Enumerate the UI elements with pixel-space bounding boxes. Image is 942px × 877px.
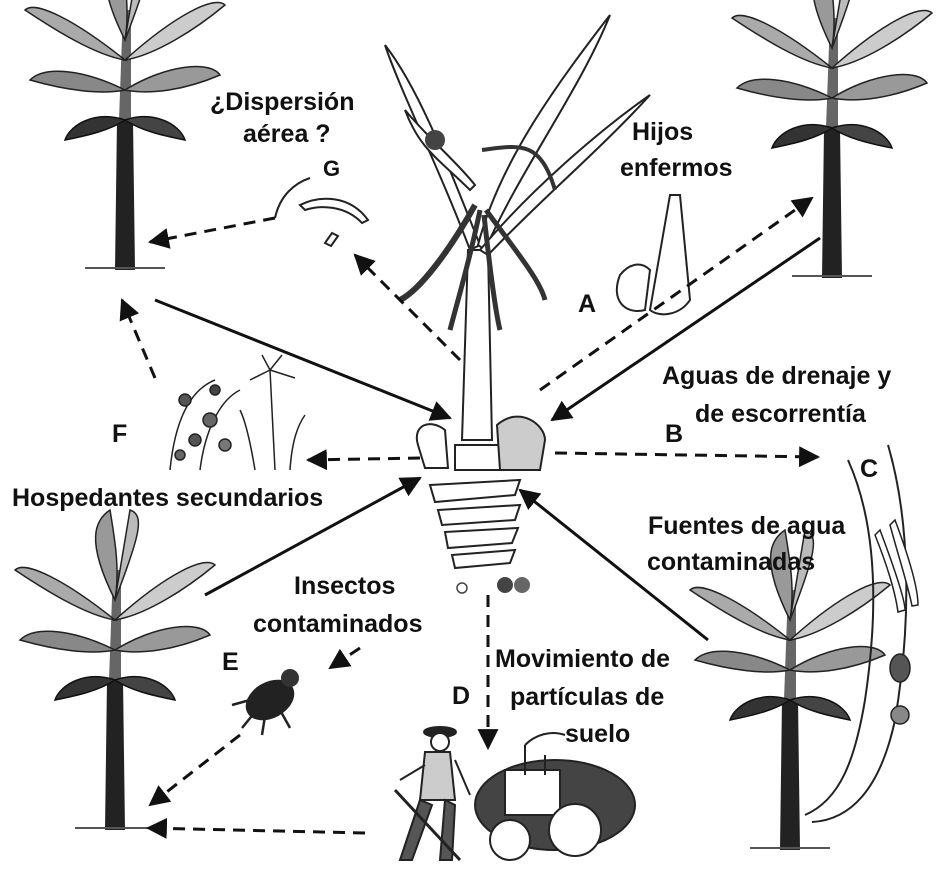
label-f: F: [112, 420, 128, 448]
label-insectos-line2: contaminados: [253, 610, 423, 638]
banana-plant-bottom-left: [14, 509, 216, 831]
label-aguas-line2: de escorrentía: [695, 400, 866, 428]
label-aerea: aérea ?: [243, 120, 331, 148]
banana-plant-bottom-right: [689, 529, 891, 851]
label-fuentes-line1: Fuentes de agua: [648, 512, 846, 540]
beetle-insect: [231, 669, 299, 736]
label-b: B: [665, 420, 684, 448]
secondary-hosts-weeds: [169, 354, 306, 471]
label-fuentes-line2: contaminadas: [647, 548, 816, 576]
label-hospedantes: Hospedantes secundarios: [12, 484, 324, 512]
label-a: A: [578, 290, 597, 318]
solid-arrows: [154, 236, 821, 642]
farmer-figure: [393, 726, 471, 862]
label-d: D: [452, 682, 471, 710]
spores-g: [274, 177, 370, 248]
label-e: E: [222, 648, 239, 676]
diseased-plant-center: [384, 14, 651, 594]
label-movimiento-line3: suelo: [565, 720, 631, 748]
label-hijos: Hijos: [632, 118, 694, 146]
label-g: G: [323, 156, 341, 181]
dashed-arrows: [119, 196, 821, 839]
water-channel: [804, 444, 908, 823]
label-movimiento-line1: Movimiento de: [495, 645, 671, 673]
label-insectos-line1: Insectos: [294, 572, 396, 600]
water-spores: [874, 518, 919, 725]
label-aguas-line1: Aguas de drenaje y: [662, 362, 892, 390]
tractor-figure: [474, 732, 636, 861]
label-c: C: [860, 455, 879, 483]
banana-plant-top-left: [24, 0, 226, 271]
label-dispersion: ¿Dispersión: [210, 88, 355, 116]
banana-plant-top-right: [731, 0, 933, 279]
label-enfermos: enfermos: [620, 154, 733, 182]
diseased-sucker: [615, 194, 692, 316]
label-movimiento-line2: partículas de: [510, 683, 665, 711]
